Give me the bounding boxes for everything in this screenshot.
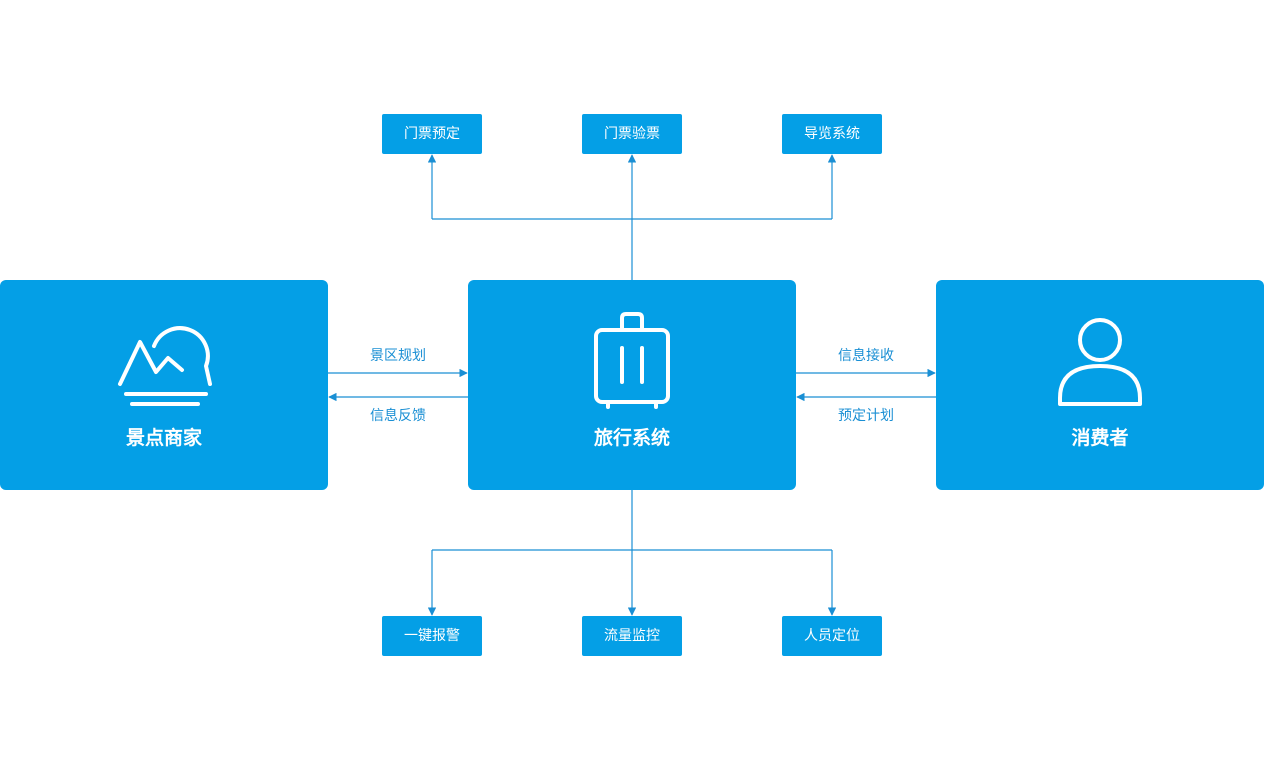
flow-label-feedback: 信息反馈 <box>370 408 426 424</box>
module-person-location: 人员定位 <box>782 616 882 656</box>
flow-label-planning: 景区规划 <box>370 348 426 364</box>
module-one-key-alarm: 一键报警 <box>382 616 482 656</box>
node-label: 消费者 <box>1071 427 1129 449</box>
module-traffic-monitor: 流量监控 <box>582 616 682 656</box>
node-travel-system: 旅行系统 <box>468 280 796 490</box>
node-consumer: 消费者 <box>936 280 1264 490</box>
node-label: 景点商家 <box>125 427 202 449</box>
mountain-sun-icon <box>118 326 212 406</box>
flow-label-receive: 信息接收 <box>838 348 894 364</box>
user-icon <box>1058 318 1142 406</box>
module-ticket-check: 门票验票 <box>582 114 682 154</box>
module-ticket-booking: 门票预定 <box>382 114 482 154</box>
node-label: 旅行系统 <box>593 427 670 449</box>
flow-label-booking-plan: 预定计划 <box>838 408 894 424</box>
module-guide-system: 导览系统 <box>782 114 882 154</box>
node-scenic-merchant: 景点商家 <box>0 280 328 490</box>
luggage-icon <box>594 312 670 409</box>
